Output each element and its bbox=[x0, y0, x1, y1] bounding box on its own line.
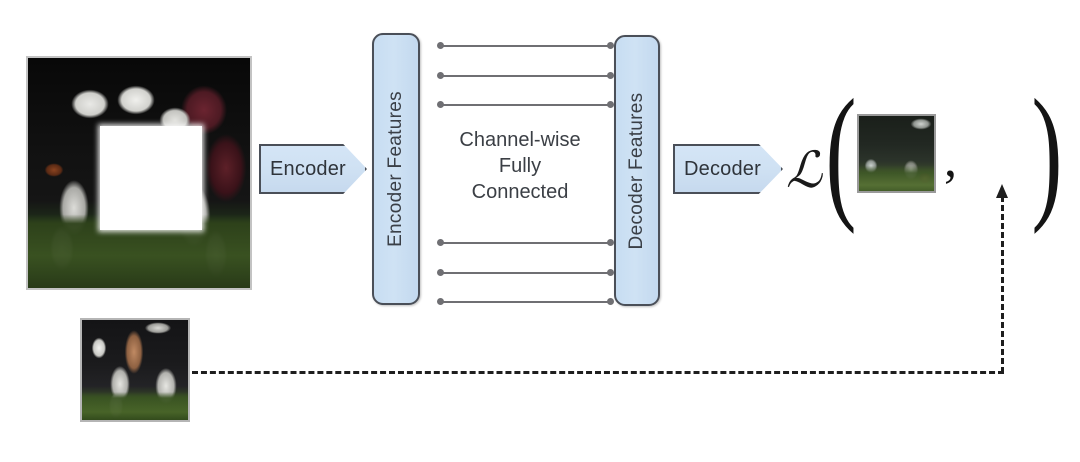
connection-dot-right-6 bbox=[607, 298, 614, 305]
decoder-arrow-block: Decoder bbox=[673, 144, 783, 194]
reconstructed-patch-image bbox=[857, 114, 936, 193]
encoder-features-bar: Encoder Features bbox=[372, 33, 420, 305]
connection-dot-right-2 bbox=[607, 72, 614, 79]
decoder-arrow-label: Decoder bbox=[684, 157, 761, 180]
connection-line-6 bbox=[440, 300, 610, 303]
connection-line-3 bbox=[440, 103, 610, 106]
channel-wise-fully-connected-caption: Channel-wise Fully Connected bbox=[425, 127, 615, 205]
feedback-arrowhead-icon bbox=[996, 184, 1008, 198]
connection-dot-right-5 bbox=[607, 269, 614, 276]
encoder-features-label: Encoder Features bbox=[385, 91, 406, 247]
connection-dot-right-1 bbox=[607, 42, 614, 49]
connection-dot-right-3 bbox=[607, 101, 614, 108]
loss-open-paren: ( bbox=[825, 69, 857, 235]
connection-line-5 bbox=[440, 271, 610, 274]
input-image-mask-region bbox=[100, 126, 202, 230]
caption-line-1: Channel-wise bbox=[459, 129, 581, 151]
connection-line-1 bbox=[440, 44, 610, 47]
ground-truth-patch-image bbox=[80, 318, 190, 422]
encoder-arrow-label: Encoder bbox=[270, 157, 346, 180]
loss-comma: , bbox=[944, 131, 957, 188]
connection-line-4 bbox=[440, 241, 610, 244]
encoder-arrow-block: Encoder bbox=[259, 144, 367, 194]
feedback-dashed-line-horizontal bbox=[192, 371, 1004, 374]
decoder-features-label: Decoder Features bbox=[626, 92, 647, 249]
feedback-dashed-line-vertical bbox=[1001, 196, 1004, 373]
decoder-features-bar: Decoder Features bbox=[614, 35, 660, 306]
caption-line-3: Connected bbox=[471, 181, 569, 203]
connection-dot-right-4 bbox=[607, 239, 614, 246]
connection-line-2 bbox=[440, 74, 610, 77]
loss-close-paren: ) bbox=[1031, 69, 1063, 235]
loss-symbol: ℒ bbox=[786, 142, 823, 198]
caption-line-2: Fully bbox=[498, 155, 542, 177]
input-image-masked bbox=[26, 56, 252, 290]
